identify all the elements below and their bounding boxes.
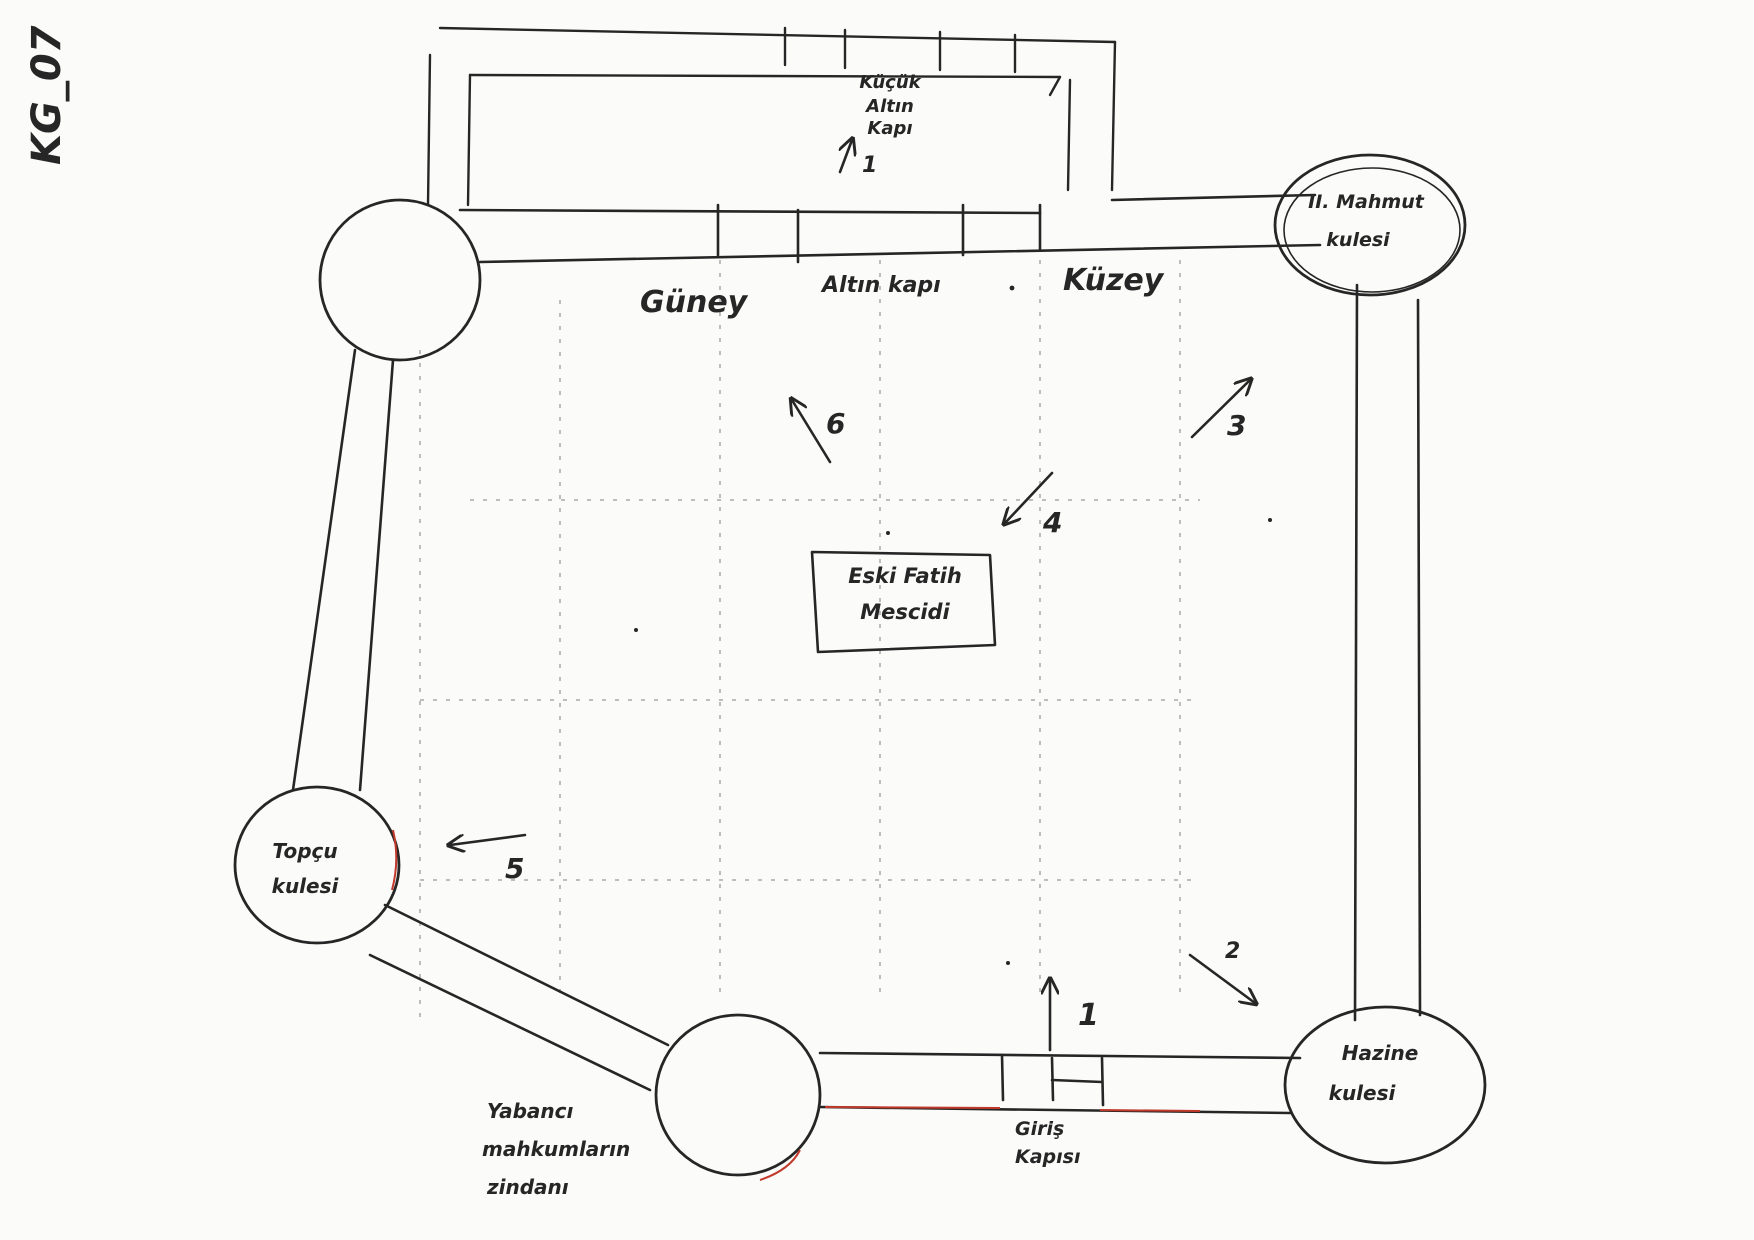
zindan-label-1: Yabancı	[487, 1099, 574, 1123]
arrow-number-3: 3	[1227, 409, 1246, 442]
direction-arrows	[450, 140, 1255, 1052]
west-tower	[318, 198, 482, 362]
arrow-4	[1005, 471, 1054, 523]
red-traces	[391, 829, 1201, 1181]
topcu-kulesi-label-1: Topçu	[272, 839, 337, 863]
mescit-label-line1: Eski Fatih	[848, 564, 962, 588]
mahmut-tower	[1273, 153, 1467, 297]
north-wall	[458, 193, 1322, 264]
labels: Küçük Altın Kapı Altın kapı Güney Küzey …	[272, 72, 1425, 1199]
towers	[233, 153, 1487, 1177]
arrow-number-4: 4	[1042, 506, 1062, 539]
topcu-tower	[233, 785, 401, 945]
hazine-tower	[1283, 1005, 1487, 1165]
arrow-number-2: 2	[1225, 939, 1240, 964]
sheet-id: KG_07	[24, 25, 70, 165]
mahmut-kulesi-label-1: II. Mahmut	[1308, 191, 1425, 213]
hazine-kulesi-label-2: kulesi	[1329, 1081, 1397, 1105]
east-wall	[1353, 283, 1422, 1022]
southwest-wall	[368, 903, 670, 1092]
paper-grid	[419, 260, 1200, 1020]
kuzey-label: Küzey	[1063, 263, 1165, 298]
arrow-6	[792, 400, 832, 464]
arrow-3	[1190, 380, 1250, 439]
kucuk-altin-kapi-annex	[426, 26, 1117, 207]
arrow-2	[1188, 953, 1255, 1003]
arrow-number-6: 6	[826, 407, 845, 440]
south-wall	[818, 1051, 1302, 1115]
arrow-number-1-annex: 1	[862, 153, 877, 178]
arrow-numbers: 1 2 3 4 5 6 1	[505, 153, 1246, 1033]
west-wall	[291, 348, 395, 792]
zindan-label-3: zindanı	[486, 1175, 569, 1199]
topcu-kulesi-label-2: kulesi	[272, 874, 340, 898]
kucuk-altin-kapi-label-1: Küçük	[859, 72, 921, 93]
kucuk-altin-kapi-label-3: Kapı	[867, 118, 912, 139]
hazine-kulesi-label-1: Hazine	[1342, 1041, 1419, 1065]
mescit-label-line2: Mescidi	[860, 600, 950, 624]
guney-label: Güney	[640, 285, 749, 320]
stray-dots	[634, 285, 1272, 965]
arrow-5	[450, 833, 527, 845]
arrow-number-5: 5	[505, 852, 524, 885]
giris-kapisi-label-2: Kapısı	[1015, 1146, 1080, 1168]
kucuk-altin-kapi-label-2: Altın	[864, 96, 914, 117]
altin-kapi-label: Altın kapı	[820, 273, 941, 298]
mescit-building: Eski Fatih Mescidi	[810, 550, 997, 654]
zindan-label-2: mahkumların	[482, 1137, 630, 1161]
yabanci-tower	[654, 1013, 822, 1177]
giris-kapisi-label-1: Giriş	[1015, 1118, 1064, 1140]
arrow-number-1: 1	[1078, 998, 1099, 1033]
arrow-1-annex	[840, 140, 852, 174]
mahmut-kulesi-label-2: kulesi	[1326, 229, 1390, 251]
